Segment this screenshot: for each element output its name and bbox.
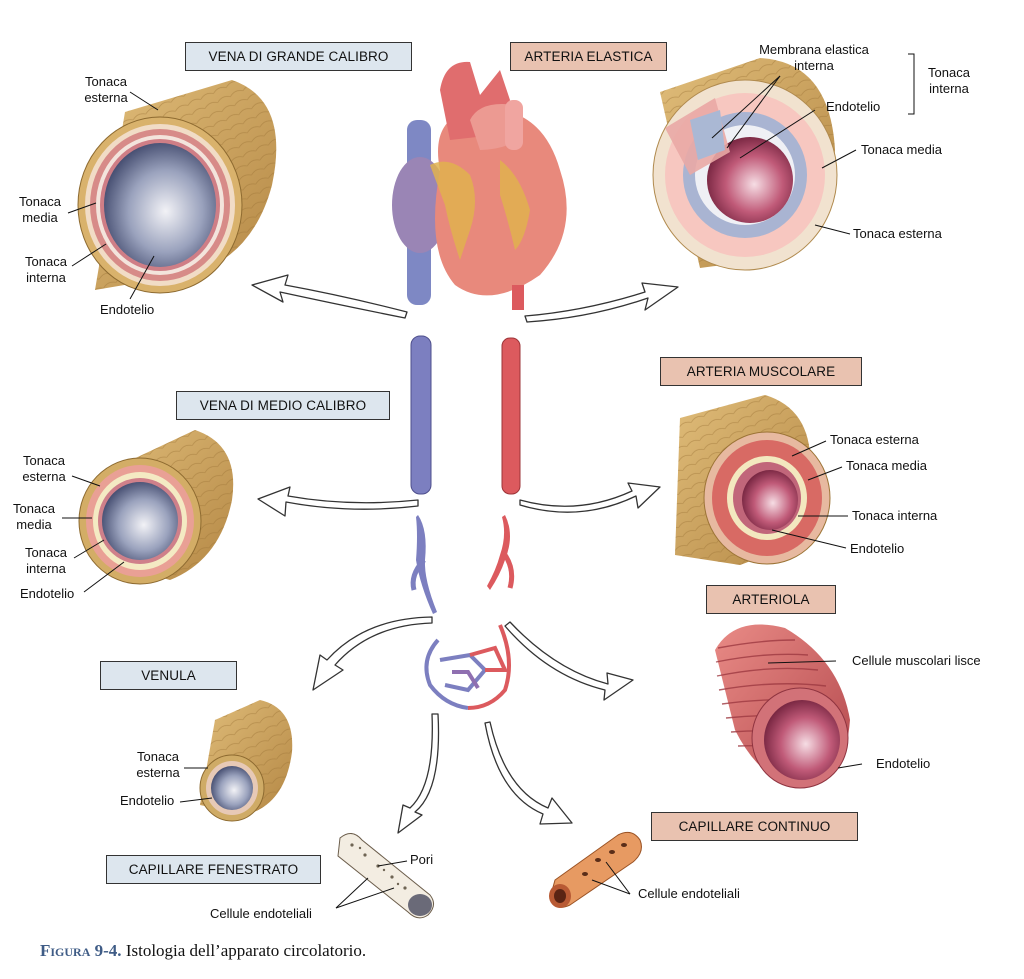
arrow-to-venule (312, 616, 433, 691)
leader-cc-cellule-1 (605, 861, 631, 895)
capillary-network (424, 624, 511, 710)
leader-vm-endotelio (83, 561, 125, 593)
leader-cc-cellule-2 (591, 879, 631, 895)
label-am-tonaca-interna: Tonaca interna (852, 508, 938, 523)
label-am-tonaca-media: Tonaca media (846, 458, 927, 473)
label-vn-endotelio: Endotelio (120, 793, 175, 808)
arrow-to-arteriole (504, 621, 634, 701)
label-cc-cellule-endoteliali: Cellule endoteliali (638, 886, 740, 901)
label-cf-pori: Pori (410, 852, 434, 867)
leader-vm-esterna (71, 475, 101, 487)
leader-ae-membrana-2 (726, 75, 781, 149)
leader-vg-esterna (129, 91, 159, 111)
label-cf-cellule-endoteliali: Cellule endoteliali (210, 906, 312, 921)
leader-am-endotelio (771, 529, 847, 549)
label-ae-membrana-elastica: Membrana elastica interna (759, 42, 869, 73)
elastic-artery-illustration (652, 58, 838, 271)
arrow-to-continuous-capillary (484, 721, 573, 825)
leader-ar-endotelio (837, 763, 863, 769)
box-arteriola: ARTERIOLA (706, 585, 836, 614)
leader-vg-media (67, 202, 97, 214)
arrow-to-large-vein (251, 274, 408, 319)
label-ar-cellule-muscolari: Cellule muscolari lisce (852, 653, 981, 668)
arrow-to-muscular-artery (519, 482, 661, 513)
label-vg-endotelio: Endotelio (100, 302, 155, 317)
label-vm-endotelio: Endotelio (20, 586, 75, 601)
figure-number: Figura 9-4. (40, 941, 122, 960)
artery-vessel (487, 337, 521, 590)
leader-ae-membrana-1 (711, 75, 781, 139)
leader-cf-pori (377, 860, 408, 867)
venule-illustration (199, 700, 293, 822)
arrow-to-fenestrated-capillary (397, 713, 440, 834)
label-am-endotelio: Endotelio (850, 541, 905, 556)
leader-am-media (807, 466, 843, 481)
leader-am-esterna (791, 440, 827, 457)
arteriole-illustration (715, 624, 850, 789)
label-am-tonaca-esterna: Tonaca esterna (830, 432, 919, 447)
label-vm-tonaca-media: Tonaca media (13, 501, 55, 532)
box-arteria-muscolare: ARTERIA MUSCOLARE (660, 357, 862, 386)
heart-illustration (392, 61, 567, 310)
leader-cf-cellule-1 (335, 877, 369, 909)
box-vena-grande-calibro: VENA DI GRANDE CALIBRO (185, 42, 412, 71)
leader-ar-cellule (767, 660, 837, 664)
leader-vn-endotelio (179, 797, 213, 803)
continuous-capillary-illustration (549, 831, 642, 908)
leader-vg-interna (71, 243, 107, 267)
fenestrated-capillary-illustration (337, 833, 434, 919)
vein-vessel (410, 335, 437, 614)
label-vg-tonaca-esterna: Tonaca esterna (84, 74, 128, 105)
large-vein-illustration (77, 80, 277, 294)
leader-cf-cellule-2 (335, 887, 395, 909)
label-ae-tonaca-media: Tonaca media (861, 142, 942, 157)
label-vg-tonaca-interna: Tonaca interna (25, 254, 67, 285)
label-vg-tonaca-media: Tonaca media (19, 194, 61, 225)
box-arteria-elastica: ARTERIA ELASTICA (510, 42, 667, 71)
label-vm-tonaca-esterna: Tonaca esterna (22, 453, 66, 484)
leader-vg-endotelio (129, 255, 155, 300)
box-capillare-fenestrato: CAPILLARE FENESTRATO (106, 855, 321, 884)
label-ae-tonaca-esterna: Tonaca esterna (853, 226, 942, 241)
muscular-artery-illustration (675, 395, 831, 565)
label-vn-tonaca-esterna: Tonaca esterna (136, 749, 180, 780)
leader-ae-endotelio (739, 109, 816, 159)
figure-caption-text: Istologia dell’apparato circolatorio. (125, 941, 367, 960)
figure-caption: Figura 9-4. Istologia dell’apparato circ… (40, 941, 366, 961)
label-ae-tonaca-interna: Tonaca interna (928, 65, 970, 96)
label-ae-endotelio: Endotelio (826, 99, 881, 114)
bracket-tonaca-interna (908, 53, 915, 115)
leader-vm-interna (73, 539, 105, 559)
arrow-to-elastic-artery (524, 282, 679, 323)
label-ar-endotelio: Endotelio (876, 756, 931, 771)
box-capillare-continuo: CAPILLARE CONTINUO (651, 812, 858, 841)
leader-ae-esterna (814, 224, 851, 235)
leader-ae-media (821, 149, 857, 169)
box-venula: VENULA (100, 661, 237, 690)
arrow-to-medium-vein (257, 486, 419, 517)
label-vm-tonaca-interna: Tonaca interna (25, 545, 67, 576)
box-vena-medio-calibro: VENA DI MEDIO CALIBRO (176, 391, 390, 420)
medium-vein-illustration (78, 430, 234, 585)
